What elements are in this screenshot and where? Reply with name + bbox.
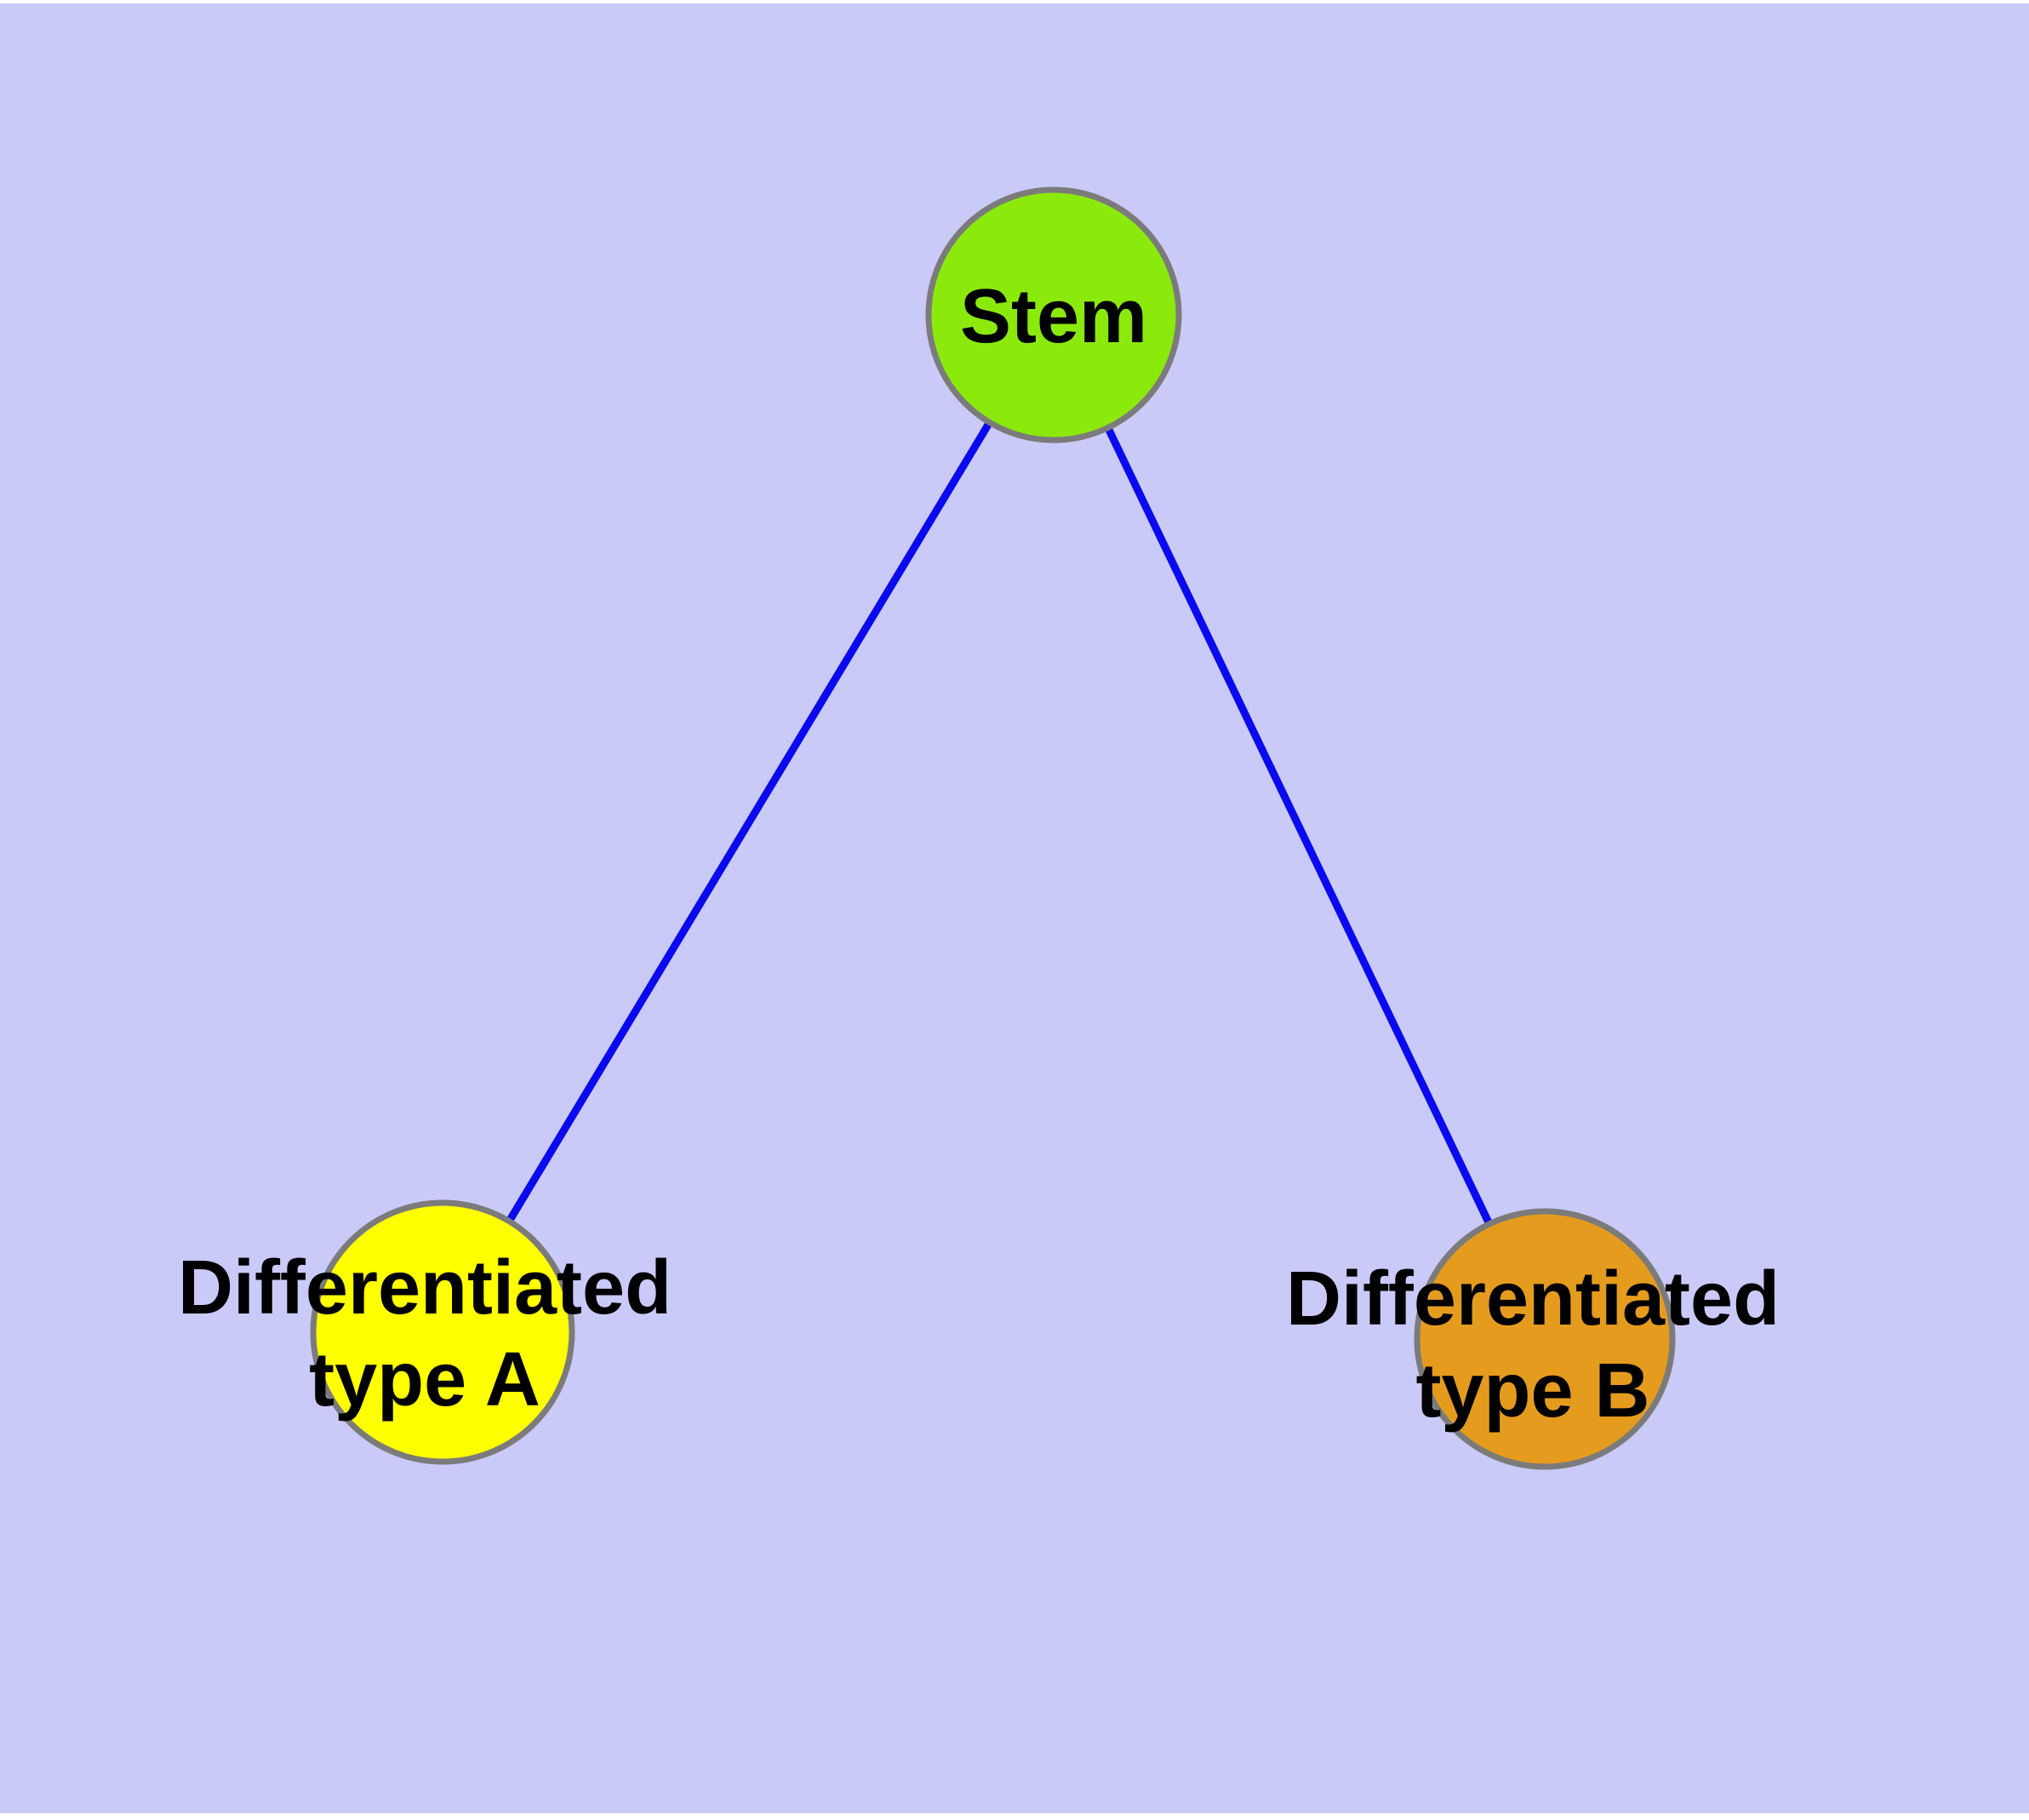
- differentiated-type-a-node: [310, 1199, 575, 1465]
- stem-node-label: Stem: [959, 274, 1148, 359]
- type-a-label-line1: Differentiated: [177, 1245, 672, 1331]
- differentiated-type-b-label: Differentiated type B: [1286, 1253, 1780, 1437]
- type-b-label-line1: Differentiated: [1285, 1256, 1780, 1342]
- differentiated-type-a-label: Differentiated type A: [178, 1242, 672, 1426]
- edge-stem-to-typeA: [506, 422, 992, 1224]
- type-a-label-line2: type A: [309, 1337, 540, 1422]
- type-b-label-line2: type B: [1415, 1348, 1650, 1434]
- edge-stem-to-typeB: [1105, 428, 1494, 1226]
- stem-node: [925, 186, 1182, 444]
- differentiated-type-b-node: [1414, 1208, 1676, 1470]
